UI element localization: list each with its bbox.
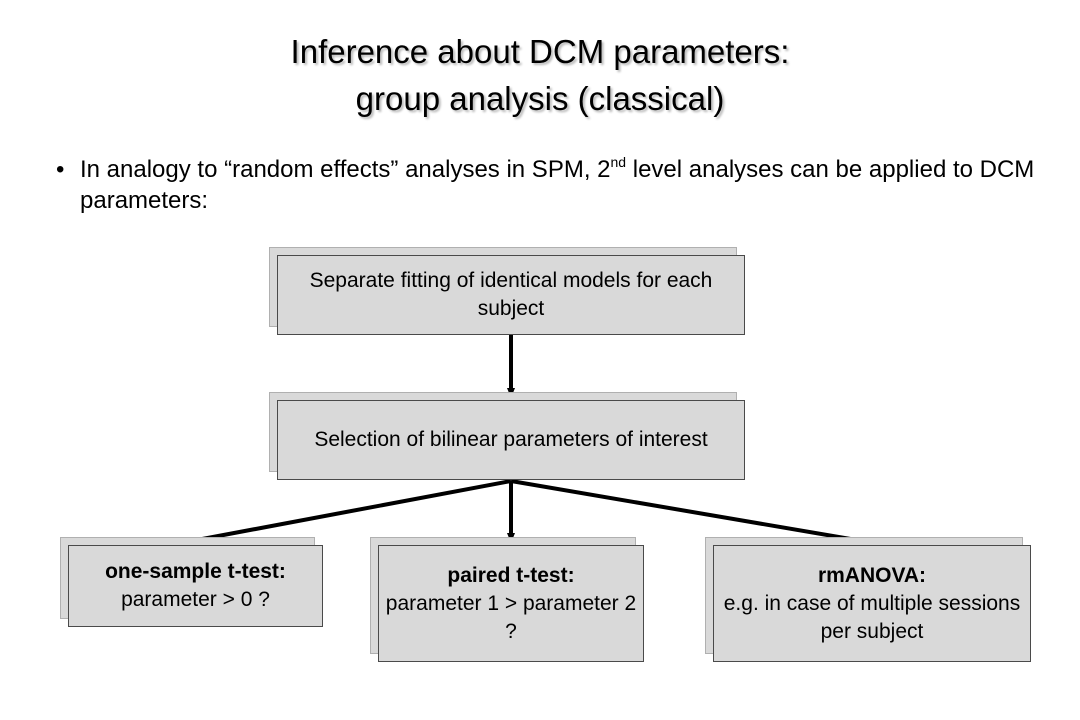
slide-title: Inference about DCM parameters: group an… [0,28,1080,122]
rmanova-heading: rmANOVA: [817,563,927,587]
bullet-dot: • [56,156,65,183]
paired-text: parameter 1 > parameter 2 ? [385,591,637,643]
selection-text: Selection of bilinear parameters of inte… [314,428,708,451]
title-line-2: group analysis (classical) [355,80,725,117]
paired-box: paired t-test: parameter 1 > parameter 2… [378,545,644,662]
one-sample-text: parameter > 0 ? [121,588,270,611]
bullet-superscript: nd [610,154,627,170]
rmanova-box: rmANOVA: e.g. in case of multiple sessio… [713,545,1031,662]
fitting-box: Separate fitting of identical models for… [277,255,745,335]
arrow-selection-to-rmanova [510,479,875,546]
bullet-text-start: In analogy to “random effects” analyses … [80,156,611,183]
arrow-selection-to-one-sample [180,479,512,546]
selection-box: Selection of bilinear parameters of inte… [277,400,745,480]
one-sample-heading: one-sample t-test: [105,560,286,583]
one-sample-box: one-sample t-test: parameter > 0 ? [68,545,323,627]
title-line-1: Inference about DCM parameters: [290,33,790,70]
bullet-text-end: level analyses can be applied to DCM par… [80,156,1035,214]
bullet-text: In analogy to “random effects” analyses … [80,154,1060,216]
fitting-text: Separate fitting of identical models for… [309,269,713,320]
paired-heading: paired t-test: [447,563,575,587]
rmanova-text: e.g. in case of multiple sessions per su… [723,591,1021,643]
